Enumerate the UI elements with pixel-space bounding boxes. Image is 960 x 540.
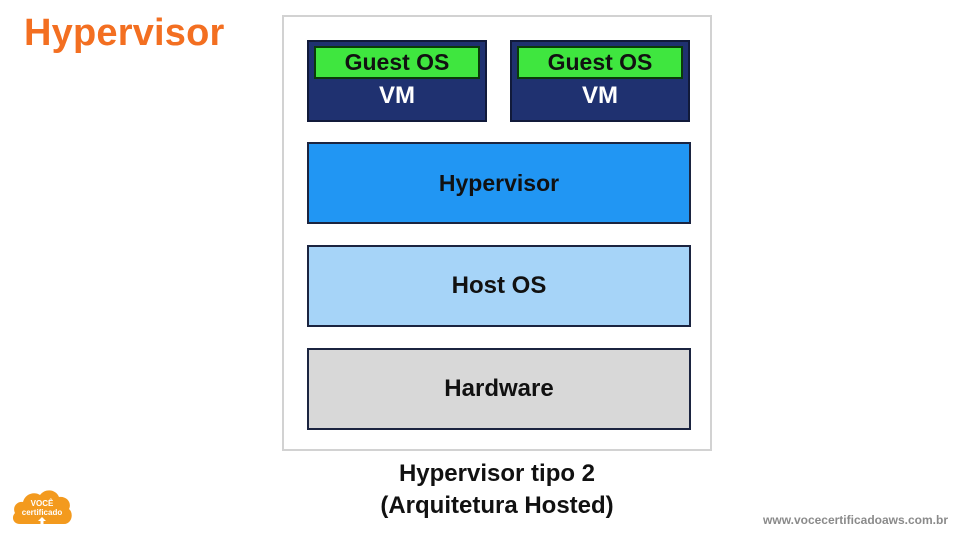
logo-text-line1: VOCÊ [31, 499, 54, 508]
hardware-layer: Hardware [307, 348, 691, 430]
footer-url: www.vocecertificadoaws.com.br [763, 513, 948, 527]
slide-title: Hypervisor [24, 12, 225, 54]
vm-label-1: VM [379, 82, 415, 109]
logo-text-line2: certificado [22, 508, 63, 517]
architecture-diagram: Guest OS VM Guest OS VM Hypervisor Host … [282, 15, 712, 451]
upload-arrow-icon [38, 517, 46, 524]
hypervisor-layer: Hypervisor [307, 142, 691, 224]
diagram-caption-line1: Hypervisor tipo 2 [398, 460, 596, 487]
guest-os-label-1: Guest OS [314, 46, 480, 79]
vm-box-1: Guest OS VM [307, 40, 487, 122]
host-os-layer: Host OS [307, 245, 691, 327]
vm-label-2: VM [582, 82, 618, 109]
diagram-caption-line2: (Arquitetura Hosted) [380, 492, 614, 519]
cloud-shape [12, 490, 72, 524]
guest-os-label-2: Guest OS [517, 46, 683, 79]
vm-box-2: Guest OS VM [510, 40, 690, 122]
voce-certificado-logo: VOCÊ certificado [12, 490, 72, 524]
